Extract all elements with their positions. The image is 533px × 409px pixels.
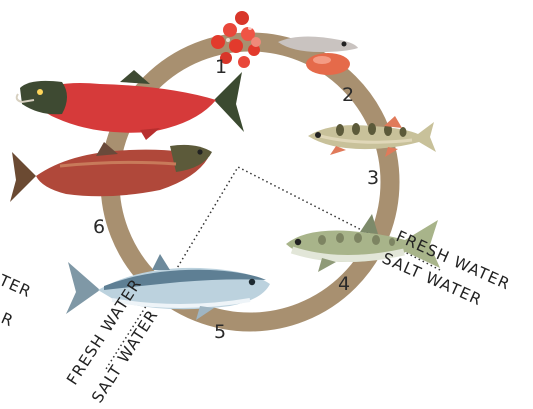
stage-number-3: 3 (367, 167, 379, 189)
stage-number-2: 2 (342, 84, 354, 106)
edge-salt-water-fragment: R (0, 309, 17, 330)
stage-number-5: 5 (214, 321, 226, 343)
stage-number-4: 4 (338, 273, 350, 295)
stage-number-1: 1 (215, 56, 227, 78)
ocean-salmon-illustration (66, 254, 270, 320)
edge-fresh-water-fragment: TER (0, 271, 34, 302)
stage-number-6: 6 (93, 216, 105, 238)
